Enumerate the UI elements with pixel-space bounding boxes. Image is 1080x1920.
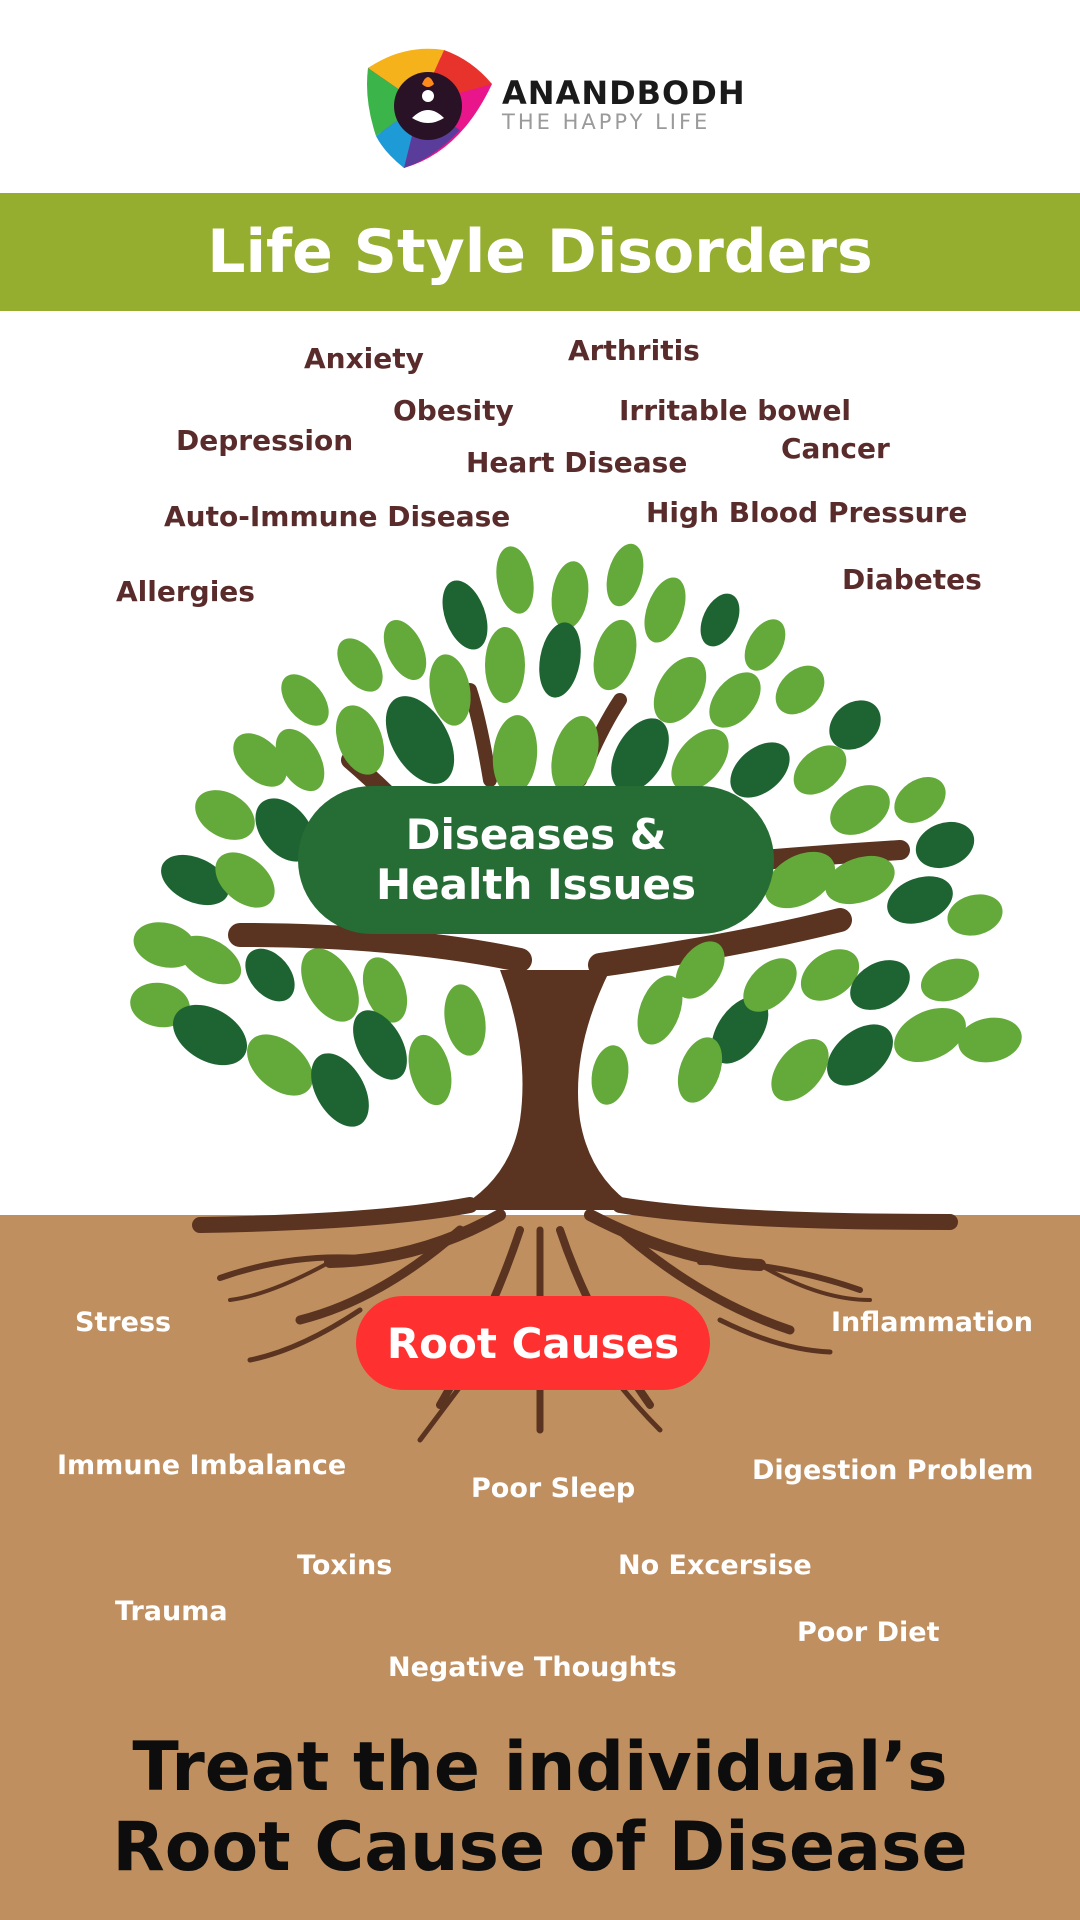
disease-label-high-blood-pressure: High Blood Pressure [646, 496, 968, 529]
cause-label-negative-thoughts: Negative Thoughts [388, 1652, 677, 1683]
page-title: Life Style Disorders [207, 217, 873, 287]
brand-name: ANANDBODH [502, 74, 746, 112]
root-causes-badge: Root Causes [356, 1296, 710, 1390]
cause-label-poor-diet: Poor Diet [797, 1617, 940, 1648]
disease-label-heart-disease: Heart Disease [466, 446, 688, 479]
cause-label-no-exercise: No Excersise [618, 1550, 812, 1581]
cause-label-inflammation: Inflammation [831, 1307, 1033, 1338]
disease-label-obesity: Obesity [393, 394, 514, 427]
meditation-eye-logo-icon [367, 48, 492, 168]
disease-label-cancer: Cancer [781, 432, 890, 465]
diseases-health-issues-label: Diseases & Health Issues [376, 810, 696, 909]
cause-label-stress: Stress [75, 1307, 172, 1338]
disease-label-auto-immune: Auto-Immune Disease [164, 500, 511, 533]
disease-label-depression: Depression [176, 424, 354, 457]
disease-label-irritable-bowel: Irritable bowel [619, 394, 852, 427]
cause-label-digestion-problem: Digestion Problem [752, 1455, 1034, 1486]
disease-label-anxiety: Anxiety [304, 342, 424, 375]
tree-canopy-leaves [130, 543, 1022, 1127]
root-causes-label: Root Causes [386, 1318, 680, 1368]
diseases-health-issues-badge: Diseases & Health Issues [298, 786, 774, 934]
title-banner: Life Style Disorders [0, 193, 1080, 311]
cause-label-toxins: Toxins [297, 1550, 393, 1581]
disease-label-arthritis: Arthritis [568, 334, 700, 367]
cause-label-poor-sleep: Poor Sleep [471, 1473, 636, 1504]
disease-label-allergies: Allergies [116, 575, 255, 608]
cause-label-trauma: Trauma [115, 1596, 228, 1627]
brand-tagline: THE HAPPY LIFE [502, 110, 711, 134]
disease-label-diabetes: Diabetes [842, 563, 982, 596]
tree-roots [192, 1197, 958, 1443]
footer-tagline: Treat the individual’s Root Cause of Dis… [112, 1728, 968, 1887]
cause-label-immune-imbalance: Immune Imbalance [57, 1450, 347, 1481]
